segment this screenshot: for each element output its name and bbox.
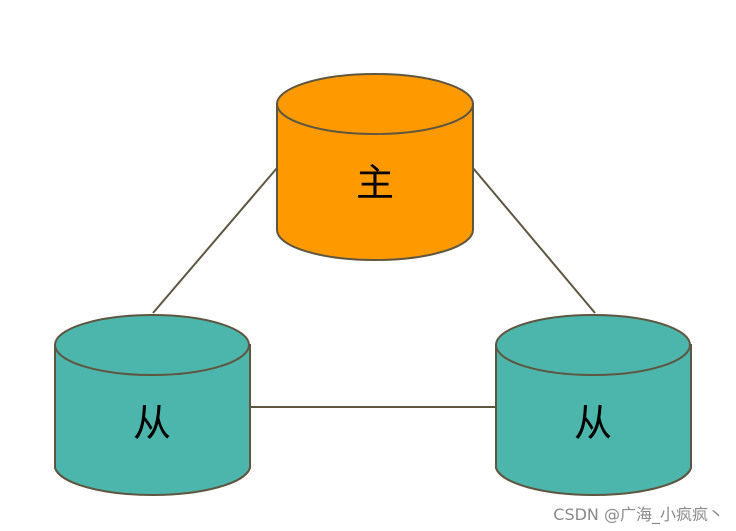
edge-master-left — [152, 167, 278, 314]
slave-db-left-body — [54, 344, 251, 496]
master-db-label: 主 — [356, 161, 394, 205]
watermark-text: CSDN @广海_小疯疯丶 — [553, 505, 724, 524]
edge-master-right — [472, 167, 596, 314]
master-db-top — [276, 73, 474, 135]
master-db-cylinder: 主 — [276, 73, 474, 261]
slave-db-right-label: 从 — [574, 401, 612, 445]
slave-db-right-body — [495, 344, 692, 496]
slave-db-right-top — [495, 314, 691, 376]
slave-db-left-cylinder: 从 — [54, 314, 251, 496]
slave-db-left-label: 从 — [133, 401, 171, 445]
master-db-body — [276, 103, 474, 261]
slave-db-left-top — [54, 314, 250, 376]
slave-db-right-cylinder: 从 — [495, 314, 692, 496]
